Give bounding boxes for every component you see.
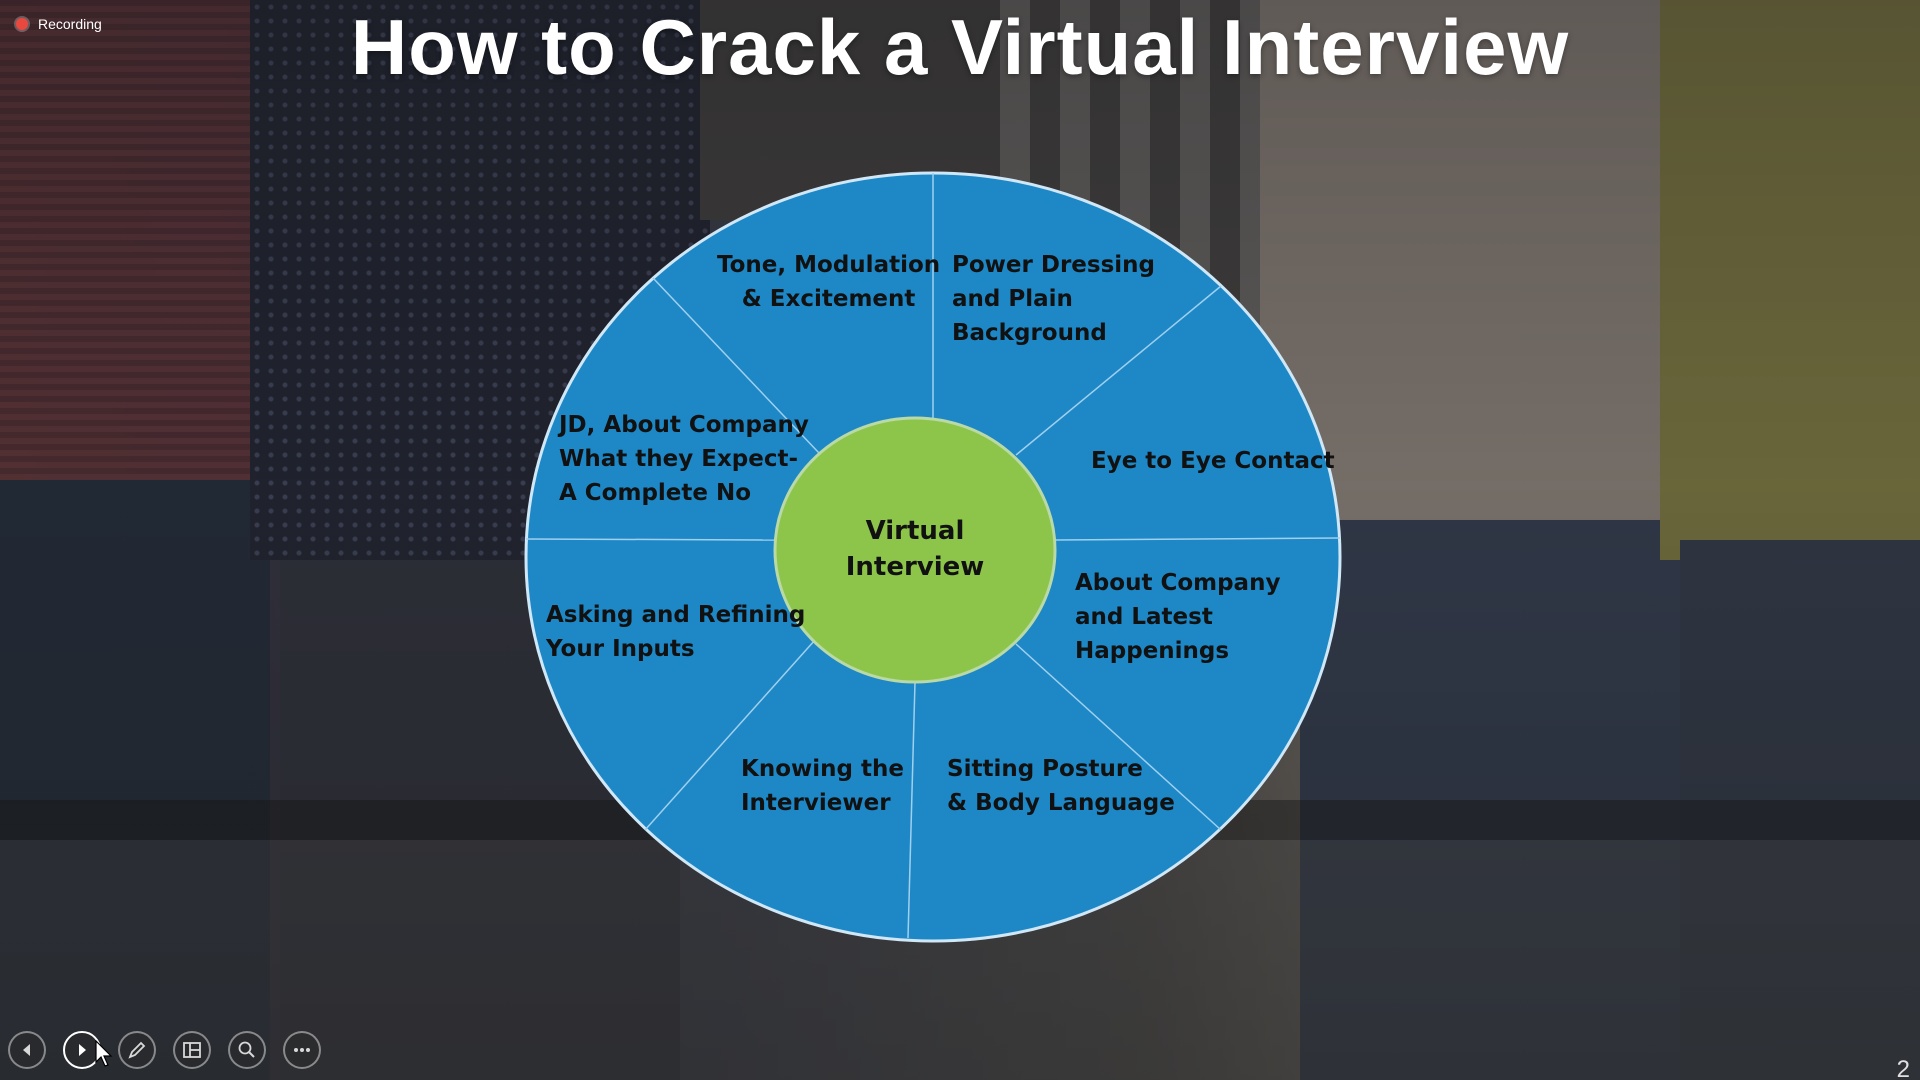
zoom-icon bbox=[238, 1041, 255, 1058]
previous-slide-button[interactable] bbox=[8, 1031, 46, 1069]
recording-label: Recording bbox=[38, 16, 102, 32]
divider-line bbox=[1054, 537, 1341, 541]
more-options-icon bbox=[294, 1048, 310, 1052]
more-options-button[interactable] bbox=[283, 1031, 321, 1069]
divider-line bbox=[525, 538, 778, 541]
divider-line bbox=[1015, 285, 1222, 456]
divider-line bbox=[644, 639, 816, 831]
segment-knowing-interviewer: Knowing the Interviewer bbox=[741, 756, 904, 816]
see-all-slides-icon bbox=[183, 1042, 201, 1058]
segment-jd-about-company: JD, About Company What they Expect- A Co… bbox=[559, 412, 809, 506]
center-label: Virtual Interview bbox=[845, 516, 985, 582]
zoom-button[interactable] bbox=[228, 1031, 266, 1069]
pen-button[interactable] bbox=[118, 1031, 156, 1069]
segment-tone-modulation: Tone, Modulation & Excitement bbox=[717, 252, 941, 312]
next-slide-icon bbox=[79, 1044, 86, 1056]
next-slide-button[interactable] bbox=[63, 1031, 101, 1069]
slide-title: How to Crack a Virtual Interview bbox=[350, 3, 1570, 91]
slide-page-number: 2 bbox=[1896, 1056, 1910, 1080]
wheel-graphic bbox=[524, 171, 1342, 943]
segment-sitting-posture: Sitting Posture & Body Language bbox=[947, 756, 1175, 816]
pen-icon bbox=[128, 1041, 146, 1059]
divider-line bbox=[907, 681, 916, 939]
segment-asking-refining: Asking and Refining Your Inputs bbox=[546, 602, 806, 662]
wheel-diagram: Tone, Modulation & Excitement Power Dres… bbox=[523, 170, 1343, 945]
presenter-toolbar bbox=[8, 1031, 321, 1069]
segment-dividers bbox=[525, 173, 1341, 939]
segment-about-company-latest: About Company and Latest Happenings bbox=[1075, 570, 1281, 664]
divider-line bbox=[1015, 643, 1222, 831]
recording-dot-icon bbox=[16, 18, 28, 30]
center-circle bbox=[773, 416, 1057, 684]
see-all-slides-button[interactable] bbox=[173, 1031, 211, 1069]
segment-power-dressing: Power Dressing and Plain Background bbox=[952, 252, 1155, 346]
previous-slide-icon bbox=[23, 1044, 30, 1056]
mouse-cursor-icon bbox=[95, 1040, 113, 1067]
recording-indicator: Recording bbox=[16, 16, 102, 32]
divider-line bbox=[652, 277, 820, 454]
segment-eye-contact: Eye to Eye Contact bbox=[1091, 448, 1335, 474]
